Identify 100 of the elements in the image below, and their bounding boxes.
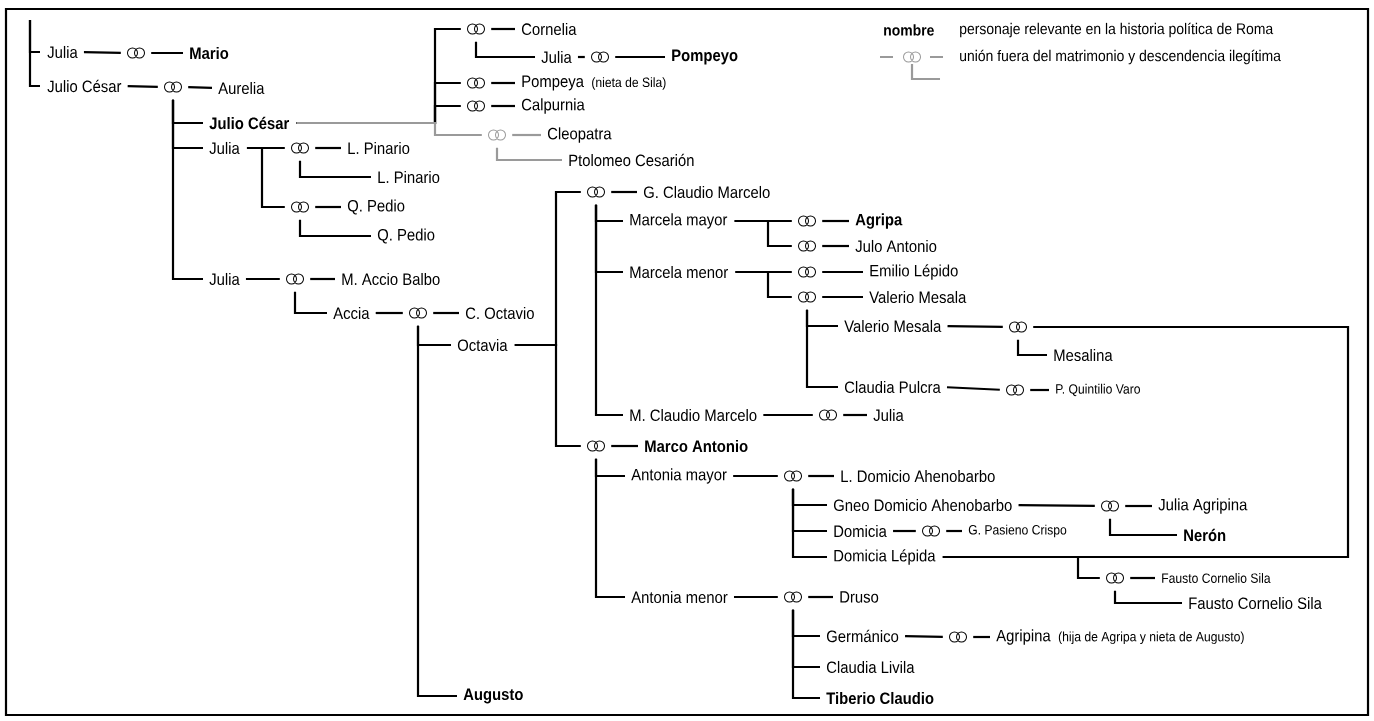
person-name: Fausto Cornelio Sila <box>1162 573 1271 583</box>
marriage-rings-icon <box>784 591 802 603</box>
connector-line <box>1130 576 1155 580</box>
person-name: Valerio Mesala <box>869 290 967 304</box>
person-name: Accia <box>333 306 370 320</box>
marriage-rings-icon <box>1006 384 1024 396</box>
marriage-rings-icon <box>587 440 605 452</box>
connector-line <box>822 219 849 223</box>
person-name: Cornelia <box>521 22 577 36</box>
connector-line <box>433 311 459 315</box>
person-name: G. Pasieno Crispo <box>968 524 1067 538</box>
connector-line <box>315 205 341 209</box>
person-name: Q. Pedio <box>347 199 405 215</box>
connector-line <box>947 325 1003 329</box>
person-name: Valerio Mesala <box>844 319 942 333</box>
marriage-rings-icon <box>467 23 485 35</box>
marriage-rings-icon <box>819 409 837 421</box>
person-name: Julo Antonio <box>855 239 937 253</box>
connector-line <box>1016 339 1047 357</box>
connector-line <box>822 244 849 248</box>
connector-line <box>822 270 863 274</box>
connector-line <box>1113 590 1182 605</box>
person-name: Marco Antonio <box>645 439 748 453</box>
person-name: Emilio Lépido <box>870 264 958 280</box>
connector-line <box>946 529 962 533</box>
connector-line <box>733 474 778 478</box>
connector-line <box>1108 518 1177 537</box>
marriage-rings-icon <box>798 291 816 303</box>
marriage-rings-icon <box>467 100 485 112</box>
connector-line <box>28 20 40 88</box>
connector-line <box>474 41 535 59</box>
marriage-rings-icon <box>922 525 940 537</box>
connector-line <box>763 413 813 417</box>
marriage-rings-icon <box>798 215 816 227</box>
marriage-rings-icon <box>409 307 427 319</box>
marriage-rings-icon <box>798 240 816 252</box>
person-name: Mario <box>190 46 229 60</box>
marriage-rings-icon <box>949 631 967 643</box>
connector-line <box>734 219 792 248</box>
person-name: Fausto Cornelio Sila <box>1189 596 1322 610</box>
person-name: L. Pinario <box>378 170 440 184</box>
person-name: Druso <box>840 591 879 603</box>
connector-line <box>594 458 625 599</box>
connector-line <box>611 190 637 194</box>
person-name: Augusto <box>463 688 523 704</box>
connector-line <box>151 51 183 55</box>
marriage-rings-icon <box>798 266 816 278</box>
person-name: Julio César <box>209 116 289 130</box>
person-name: Germánico <box>826 629 899 643</box>
connector-line <box>246 146 285 209</box>
person-name: Octavia <box>457 338 508 352</box>
marriage-rings-icon <box>164 81 182 93</box>
connector-line <box>734 595 778 599</box>
connector-line <box>843 413 867 417</box>
person-name: Nerón <box>1184 528 1226 542</box>
marriage-rings-icon <box>291 201 309 213</box>
person-name: Agripina <box>996 629 1051 645</box>
person-name: Julia Agripina <box>1158 498 1248 514</box>
person-name: Mesalina <box>1054 348 1113 362</box>
person-name: Pompeyo <box>672 49 738 65</box>
connector-line <box>293 291 327 315</box>
connector-line <box>946 386 1000 391</box>
person-name: Marcela menor <box>630 265 728 279</box>
person-name: M. Claudio Marcelo <box>630 408 757 422</box>
person-name: L. Pinario <box>348 141 410 155</box>
connector-line <box>491 104 515 108</box>
connector-line <box>905 635 943 638</box>
marriage-rings-icon <box>1101 500 1119 512</box>
person-name: P. Quintilio Varo <box>1056 383 1140 397</box>
person-name: Julio César <box>47 79 122 93</box>
person-name: M. Accio Balbo <box>342 272 440 286</box>
person-name: Julia <box>209 141 240 155</box>
person-name: Marcela mayor <box>630 213 728 229</box>
marriage-rings-icon <box>1106 572 1124 584</box>
person-name: Agripa <box>855 213 903 229</box>
person-name: Antonia menor <box>631 590 728 604</box>
connector-line <box>416 325 457 698</box>
connector-line <box>512 133 541 137</box>
connector-line <box>1018 503 1095 508</box>
person-name: Antonia mayor <box>631 468 727 484</box>
connector-line <box>791 609 820 700</box>
connector-line <box>188 86 213 89</box>
connector-line <box>495 147 562 162</box>
connector-line <box>1125 504 1152 508</box>
person-name: L. Domicio Ahenobarbo <box>841 469 995 483</box>
connector-line <box>615 55 665 59</box>
person-name: Tiberio Claudio <box>826 691 934 705</box>
connector-line <box>298 160 371 179</box>
connector-line <box>491 81 515 85</box>
person-name: Calpurnia <box>521 98 585 114</box>
note-text: (hija de Agripa y nieta de Augusto) <box>1058 631 1244 645</box>
marriage-rings-icon <box>1009 321 1027 333</box>
connector-line <box>127 85 158 88</box>
note-text: (nieta de Sila) <box>592 77 666 90</box>
connector-line <box>808 595 833 599</box>
legend-sample: nombre <box>884 24 934 36</box>
connector-line <box>514 343 581 448</box>
marriage-rings-icon <box>784 470 802 482</box>
marriage-rings-icon <box>127 47 145 59</box>
connector-line <box>791 488 827 559</box>
